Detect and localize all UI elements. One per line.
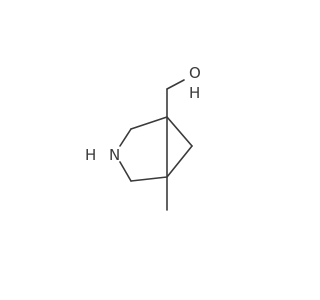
bond-ring-ch2-bottom-c5 <box>130 176 168 182</box>
bond-cyclopropane-ch2-c5 <box>166 145 193 178</box>
hydroxyl-hydrogen-label: H <box>189 84 200 102</box>
bond-c1-ring-ch2-top <box>130 116 168 130</box>
molecule-diagram: O H H N <box>85 64 201 211</box>
bonds <box>119 79 193 211</box>
amine-nitrogen-label: N <box>109 146 120 164</box>
hydroxyl-oxygen-label: O <box>189 64 201 82</box>
bond-ring-ch2-top-n <box>119 128 132 147</box>
bond-c1-cyclopropane-ch2 <box>166 116 193 147</box>
bond-ch2-o <box>166 79 185 90</box>
atom-labels: O H H N <box>85 64 201 164</box>
bond-n-ring-ch2-bottom <box>119 161 132 182</box>
amine-hydrogen-label: H <box>85 146 96 164</box>
